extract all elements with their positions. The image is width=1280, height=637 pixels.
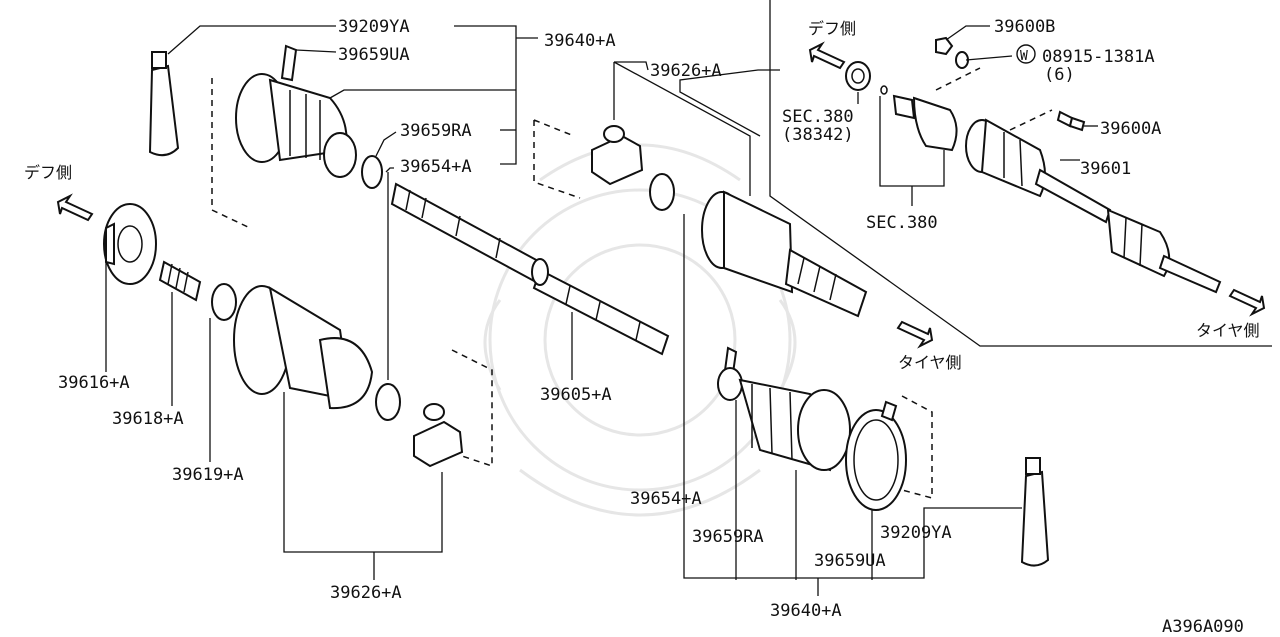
drive-shaft — [390, 182, 670, 356]
tire-side-arrow-right-icon — [1228, 288, 1266, 317]
small-ring — [880, 85, 888, 95]
dashed-outline-right — [901, 395, 933, 499]
label-39209ya-bottom: 39209YA — [880, 523, 952, 543]
label-39640a-bottom: 39640+A — [770, 601, 842, 621]
grease-tube-top — [148, 51, 180, 157]
dashed-outline-left — [211, 78, 251, 229]
bolt-39600a — [1056, 110, 1086, 132]
label-39605a: 39605+A — [540, 385, 612, 405]
dashed-inset-b — [1009, 109, 1053, 131]
leader-lines — [105, 25, 1098, 596]
spring — [158, 260, 202, 302]
label-39600a: 39600A — [1100, 119, 1161, 139]
badge-w-icon: W — [1016, 44, 1036, 64]
label-39640a-top: 39640+A — [544, 31, 616, 51]
label-39626a-top: 39626+A — [650, 61, 722, 81]
label-tire-side-mid: タイヤ側 — [898, 353, 962, 372]
label-39616a: 39616+A — [58, 373, 130, 393]
label-diff-side-left: デフ側 — [24, 163, 72, 182]
grease-tube-bottom — [1020, 457, 1050, 567]
boot-upper-left — [235, 44, 357, 178]
label-39659ua-bottom: 39659UA — [814, 551, 886, 571]
label-39209ya-top: 39209YA — [338, 17, 410, 37]
label-08915-qty: (6) — [1044, 65, 1075, 85]
label-39654a-bottom: 39654+A — [630, 489, 702, 509]
label-39600b: 39600B — [994, 17, 1055, 37]
dashed-outline-mid — [533, 119, 581, 199]
badge-w-letter: W — [1020, 49, 1028, 64]
inset-border — [769, 0, 1272, 347]
dust-cover-plate — [103, 203, 157, 285]
spider-upper — [591, 125, 644, 186]
label-sec380-a: SEC.380 — [782, 107, 854, 127]
label-tire-side-right: タイヤ側 — [1196, 321, 1260, 340]
label-39659ua-top: 39659UA — [338, 45, 410, 65]
snap-ring-upper — [361, 155, 383, 189]
label-39659ra-bottom: 39659RA — [692, 527, 764, 547]
axle-assembly-39601 — [965, 118, 1222, 294]
label-diff-side-right: デフ側 — [808, 19, 856, 38]
diagram-code: A396A090 — [1162, 617, 1244, 637]
dashed-inset-a — [935, 67, 981, 91]
label-39618a: 39618+A — [112, 409, 184, 429]
spring-cap — [211, 283, 237, 321]
label-39619a: 39619+A — [172, 465, 244, 485]
flange-sec380 — [892, 94, 958, 152]
tire-side-arrow-mid-icon — [896, 320, 934, 349]
o-ring-upper — [649, 173, 675, 211]
label-08915: 08915-1381A — [1042, 47, 1155, 67]
seal-sec380 — [845, 61, 871, 91]
label-39659ra-top: 39659RA — [400, 121, 472, 141]
boot-lower — [717, 346, 851, 472]
label-sec380-b: SEC.380 — [866, 213, 938, 233]
spider-lower — [413, 403, 464, 468]
diff-side-arrow-right-icon — [808, 41, 846, 70]
o-ring-lower — [375, 383, 401, 421]
boot-band-lower — [845, 400, 907, 511]
diff-side-arrow-left-icon — [56, 193, 94, 222]
label-39601: 39601 — [1080, 159, 1131, 179]
nut-39600b — [935, 36, 954, 56]
label-39626a-bottom: 39626+A — [330, 583, 402, 603]
label-39654a-top: 39654+A — [400, 157, 472, 177]
dashed-outline-lower — [451, 349, 493, 468]
cv-joint-housing — [701, 190, 868, 318]
label-sec380-a-sub: (38342) — [782, 125, 854, 145]
outer-housing — [233, 285, 374, 410]
